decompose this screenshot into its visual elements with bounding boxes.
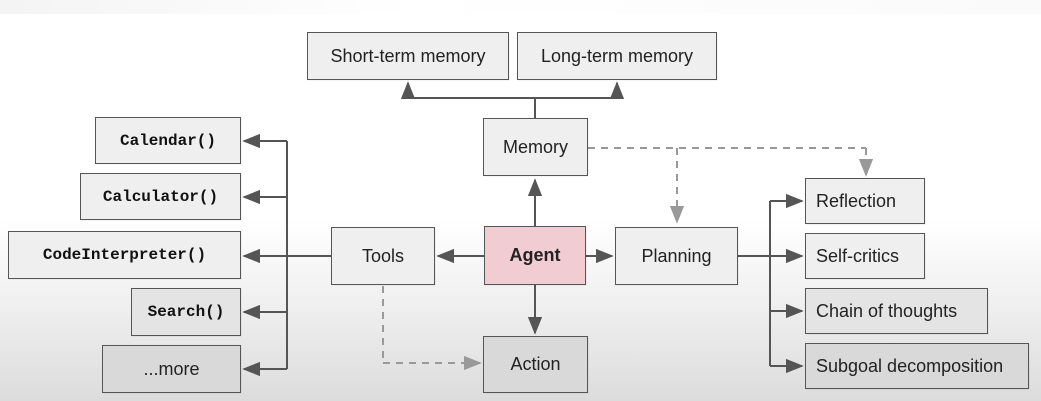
reflection-label: Reflection [816, 190, 897, 211]
agent-connectors [436, 178, 614, 335]
agent-node: Agent [484, 226, 586, 285]
self-critics-node: Self-critics [805, 233, 925, 279]
calendar-tool-node: Calendar() [95, 117, 241, 164]
memory-label: Memory [502, 136, 568, 157]
more-tools-node: ...more [102, 345, 241, 393]
more-tools-label: ...more [143, 358, 200, 379]
top-frame-strip [0, 0, 1041, 14]
planning-node: Planning [615, 227, 738, 285]
planning-label: Planning [641, 245, 712, 266]
chain-of-thoughts-node: Chain of thoughts [805, 288, 988, 334]
calculator-tool-node: Calculator() [80, 173, 241, 220]
subgoal-decomposition-node: Subgoal decomposition [805, 343, 1029, 389]
chain-of-thoughts-label: Chain of thoughts [816, 300, 958, 321]
search-tool-node: Search() [131, 288, 241, 336]
subgoal-decomposition-label: Subgoal decomposition [816, 355, 1004, 376]
reflection-node: Reflection [805, 178, 925, 224]
calculator-tool-label: Calculator() [102, 187, 219, 206]
tools-action-dashed-connector [382, 286, 482, 371]
agent-label: Agent [509, 245, 561, 265]
memory-to-stores-connector [400, 81, 625, 118]
memory-dashed-connector [588, 147, 874, 224]
tools-fanout-connector [242, 133, 331, 377]
code-interpreter-tool-label: CodeInterpreter() [42, 246, 207, 264]
short-term-memory-label: Short-term memory [330, 45, 486, 66]
tools-node: Tools [331, 227, 435, 285]
long-term-memory-node: Long-term memory [517, 32, 717, 80]
tools-label: Tools [361, 245, 405, 266]
self-critics-label: Self-critics [816, 245, 900, 266]
action-node: Action [483, 336, 588, 393]
long-term-memory-label: Long-term memory [540, 45, 694, 66]
calendar-tool-label: Calendar() [119, 131, 216, 150]
planning-fanout-connector [738, 193, 804, 374]
memory-node: Memory [483, 118, 588, 176]
code-interpreter-tool-node: CodeInterpreter() [8, 231, 241, 279]
search-tool-label: Search() [147, 303, 225, 321]
action-label: Action [510, 354, 561, 374]
short-term-memory-node: Short-term memory [307, 32, 509, 80]
